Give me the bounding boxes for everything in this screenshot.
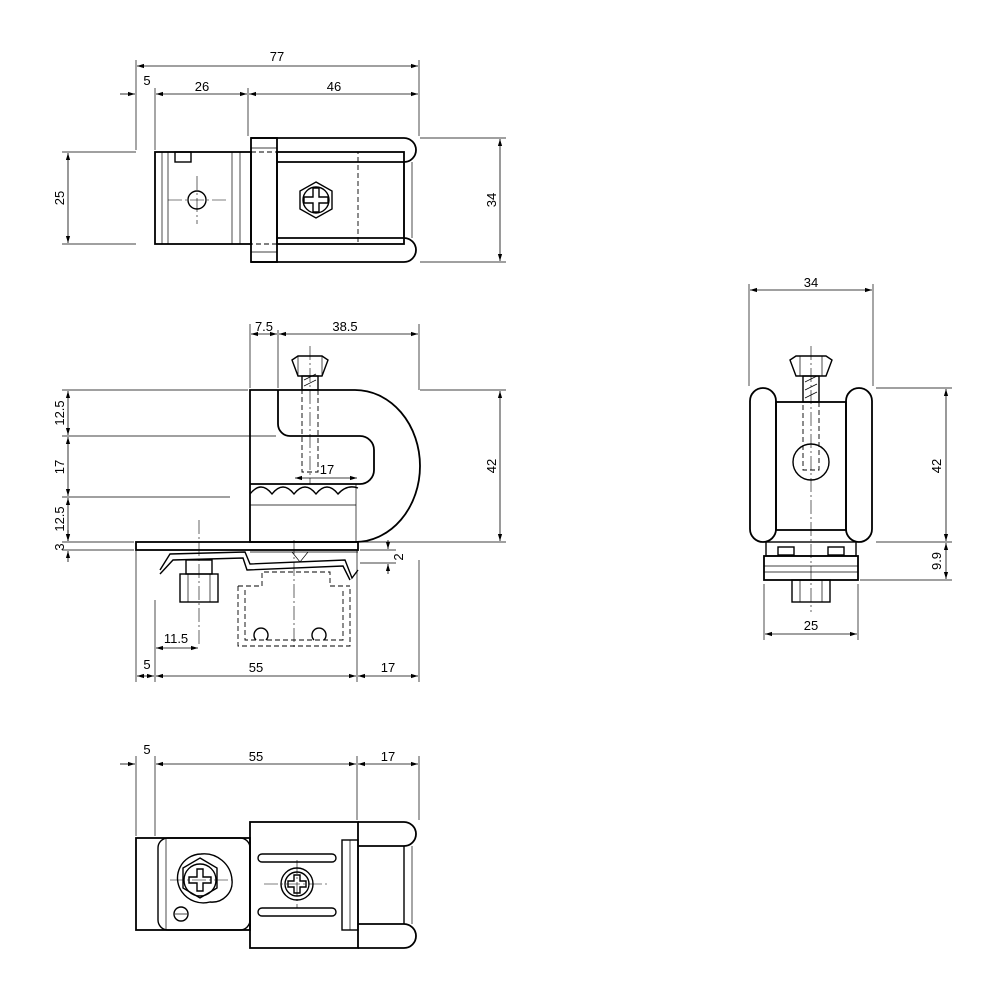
- dim-side-height: 42: [929, 459, 944, 473]
- bottom-view: [135, 821, 417, 949]
- dim-front-base-a: 5: [143, 657, 150, 672]
- dim-bottom-c: 17: [381, 749, 395, 764]
- dim-front-h1: 12.5: [52, 400, 67, 425]
- dim-front-b: 38.5: [332, 319, 357, 334]
- dim-top-overall: 77: [270, 49, 284, 64]
- base-plate: [135, 541, 359, 551]
- dim-top-a: 5: [143, 73, 150, 88]
- dim-front-gap: 17: [320, 462, 334, 477]
- dim-top-height-left: 25: [52, 191, 67, 205]
- dim-side-base-h: 9.9: [929, 552, 944, 570]
- top-left-block: [154, 151, 252, 245]
- side-view-dimensions: 34 42 9.9 25: [748, 275, 952, 640]
- top-view: [154, 137, 417, 263]
- dim-top-c: 46: [327, 79, 341, 94]
- dim-side-width: 34: [804, 275, 818, 290]
- dim-front-bolt: 11.5: [164, 631, 188, 646]
- hex-bolt-head: [299, 181, 333, 219]
- bottom-view-dimensions: 5 55 17: [120, 742, 420, 836]
- bottom-screw-center-icon: [287, 874, 307, 894]
- front-view: [135, 346, 421, 650]
- dim-top-b: 26: [195, 79, 209, 94]
- phillips-screw-icon: [303, 187, 329, 213]
- dim-top-height-right: 34: [484, 193, 499, 207]
- c-clamp-body: [249, 389, 421, 543]
- dim-front-overall-h: 42: [484, 459, 499, 473]
- dim-front-h3: 12.5: [52, 506, 67, 531]
- dim-side-base-w: 25: [804, 618, 818, 633]
- dim-front-h4: 3: [52, 543, 67, 550]
- side-view: [749, 346, 873, 612]
- bottom-screw-left-icon: [188, 868, 212, 892]
- dim-front-base-b: 55: [249, 660, 263, 675]
- dim-front-base-c: 17: [381, 660, 395, 675]
- dim-front-a: 7.5: [255, 319, 273, 334]
- top-view-dimensions: 77 5 26 46 25 34: [52, 49, 506, 263]
- dim-bottom-a: 5: [143, 742, 150, 757]
- front-view-dimensions: 7.5 38.5 12.5 17 12.5 3 42 17 2 11.5: [52, 319, 506, 682]
- dim-front-h2: 17: [52, 460, 67, 474]
- dim-front-thk: 2: [391, 553, 406, 560]
- dim-bottom-b: 55: [249, 749, 263, 764]
